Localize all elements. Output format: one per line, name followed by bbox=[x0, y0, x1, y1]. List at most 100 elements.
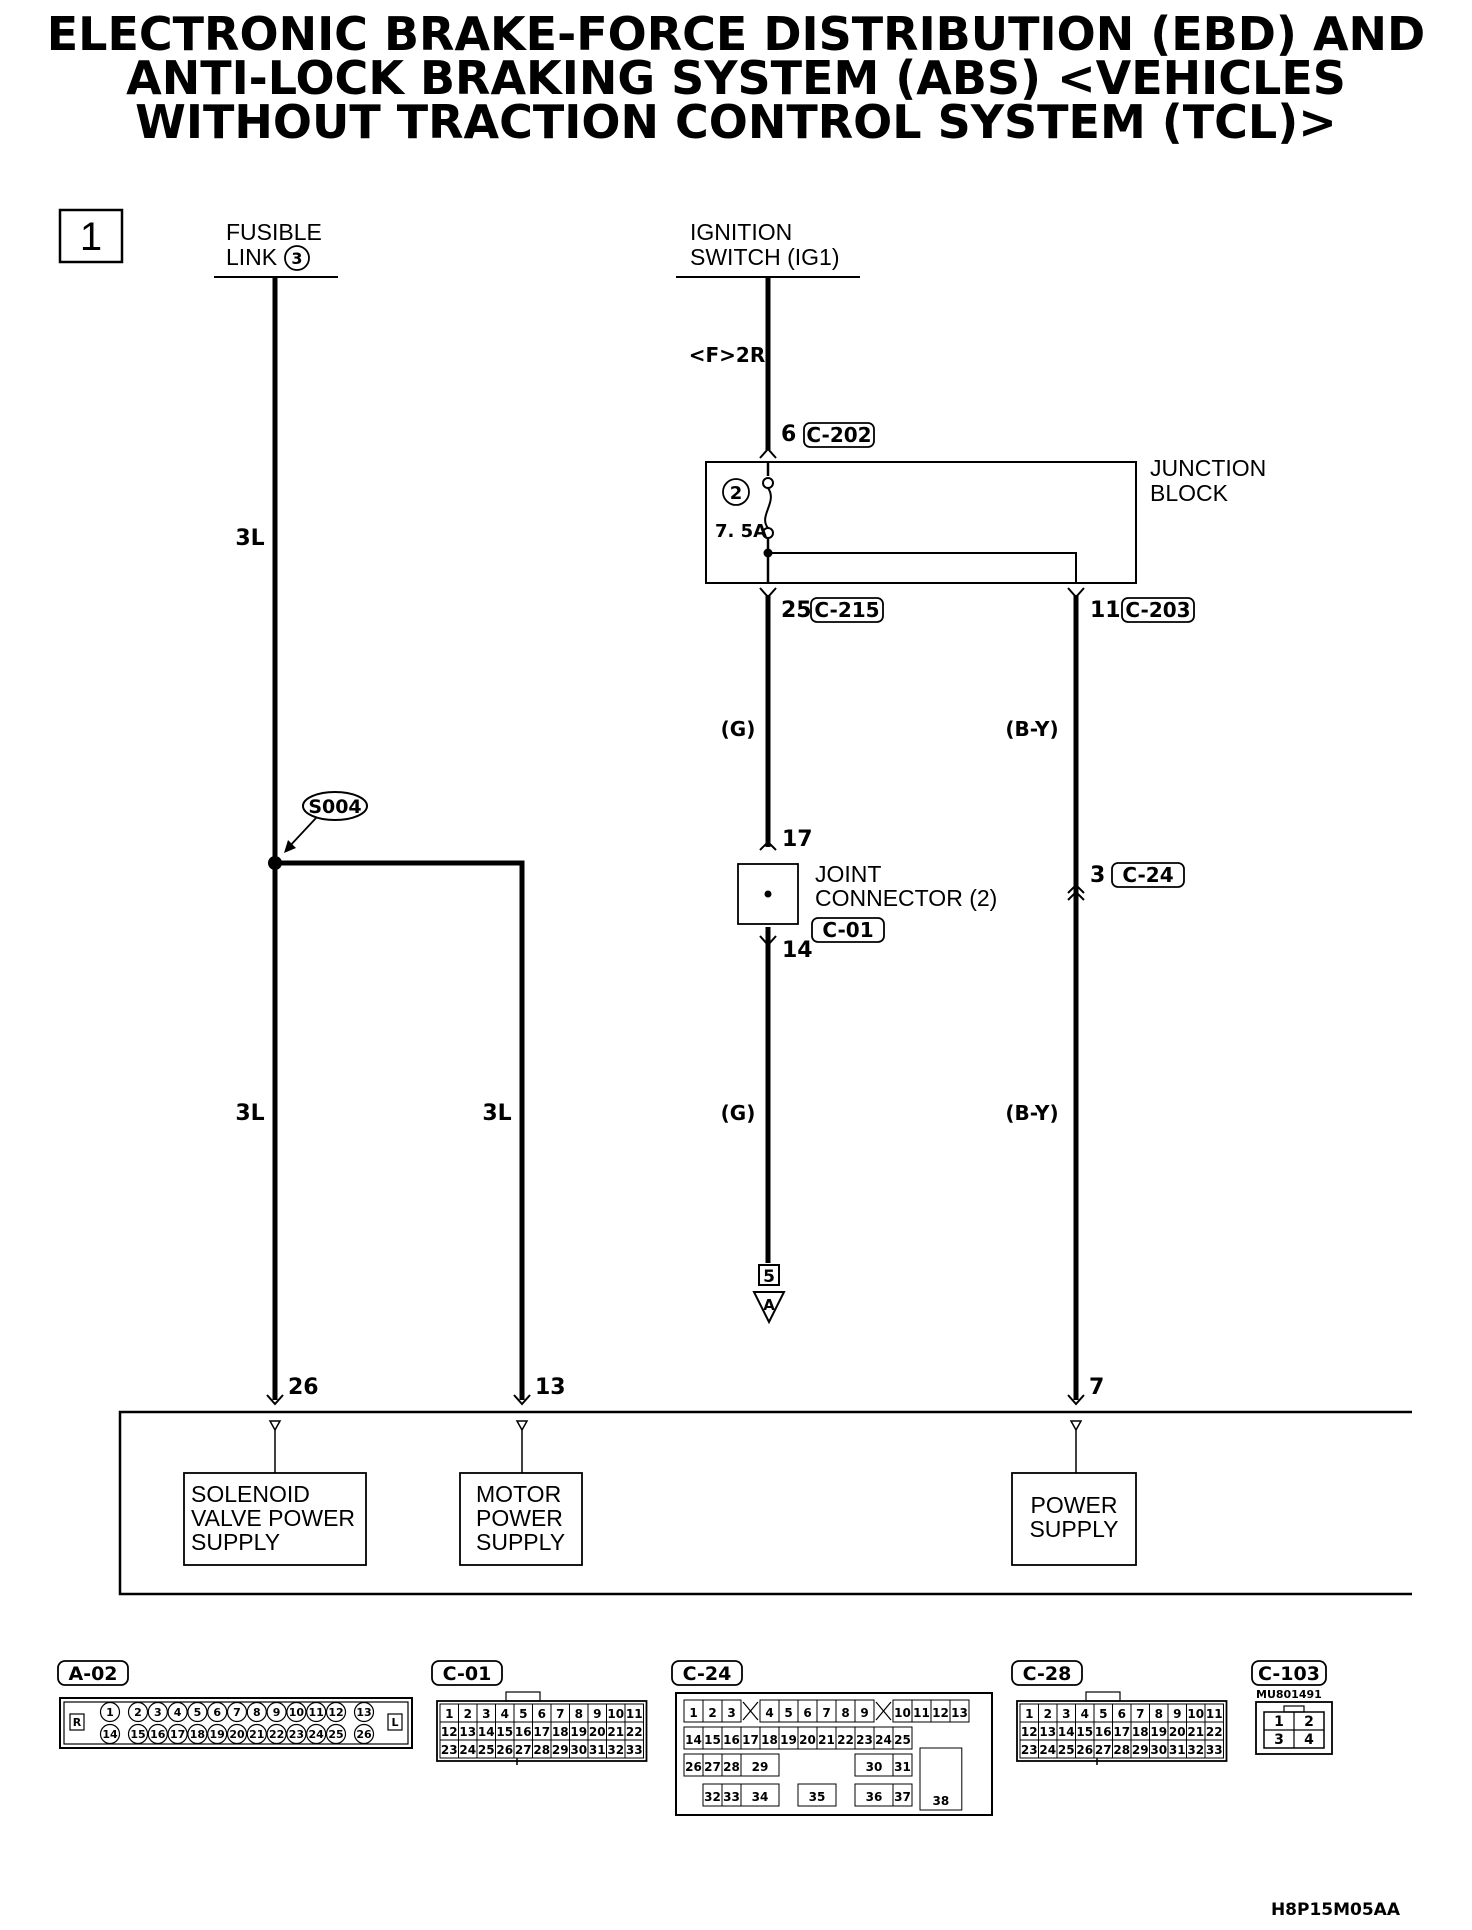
ecu-pin-26: 26 bbox=[288, 1375, 319, 1400]
title-line-1: ELECTRONIC BRAKE-FORCE DISTRIBUTION (EBD… bbox=[46, 7, 1426, 61]
c28-pin-23: 23 bbox=[1021, 1743, 1038, 1757]
c24-blank-b bbox=[875, 1701, 892, 1721]
c24-pin-21: 21 bbox=[818, 1733, 835, 1747]
wire-label-mid-lower: 3L bbox=[482, 1101, 511, 1126]
c24-face-tag bbox=[671, 1660, 743, 1686]
wire-label-g-upper: (G) bbox=[721, 717, 756, 741]
c28-pin-26: 26 bbox=[1076, 1743, 1093, 1757]
c28-cell-33 bbox=[1204, 1739, 1224, 1759]
fuse-number: 2 bbox=[730, 483, 743, 504]
fuse-number-circle bbox=[722, 478, 750, 506]
ecu-pin-7-mark bbox=[1067, 1394, 1085, 1406]
c01-pin-4: 4 bbox=[501, 1707, 509, 1721]
a02-pin-21 bbox=[246, 1723, 267, 1745]
c24-pin-38: 38 bbox=[933, 1794, 950, 1808]
joint-connector-box bbox=[737, 863, 799, 925]
a02-pin-label-10: 10 bbox=[289, 1706, 305, 1719]
c01-cell-33 bbox=[624, 1739, 644, 1759]
c24-face-label: C-24 bbox=[683, 1663, 732, 1685]
a02-pin-label-24: 24 bbox=[309, 1728, 325, 1741]
a02-pin-18 bbox=[187, 1723, 208, 1745]
a02-pin-3 bbox=[147, 1701, 168, 1723]
c01-pin-15: 15 bbox=[496, 1725, 513, 1739]
motor-label-3: SUPPLY bbox=[476, 1529, 565, 1555]
a02-pin-19 bbox=[207, 1723, 228, 1745]
a02-pin-10 bbox=[286, 1701, 307, 1723]
ignition-switch-label-1: IGNITION bbox=[690, 219, 792, 245]
c215-tag bbox=[810, 597, 884, 623]
c28-pin-15: 15 bbox=[1076, 1725, 1093, 1739]
c24-tag bbox=[1111, 862, 1185, 888]
a02-pin-13 bbox=[353, 1701, 375, 1723]
fusible-link-number: 3 bbox=[291, 249, 302, 268]
c24-pin-mark-a bbox=[1067, 883, 1085, 894]
c24-cell-25 bbox=[892, 1726, 913, 1750]
a02-pin-1 bbox=[99, 1701, 121, 1723]
c24-pin-7: 7 bbox=[822, 1706, 830, 1720]
page-number-box bbox=[58, 208, 124, 264]
c28-pin-9: 9 bbox=[1173, 1707, 1181, 1721]
a02-pin-22 bbox=[266, 1723, 287, 1745]
c28-pin-12: 12 bbox=[1021, 1725, 1038, 1739]
c24-pin-35: 35 bbox=[809, 1790, 826, 1804]
c01-pin-17: 17 bbox=[533, 1725, 550, 1739]
wire-label-left-upper: 3L bbox=[235, 526, 264, 551]
c01-pin-13: 13 bbox=[459, 1725, 476, 1739]
ecu-pin-13: 13 bbox=[535, 1375, 566, 1400]
solenoid-label-1: SOLENOID bbox=[191, 1481, 310, 1507]
a02-pin-12 bbox=[325, 1701, 347, 1723]
c103-key bbox=[1283, 1705, 1305, 1713]
wire-3l-branch bbox=[275, 860, 525, 1400]
solenoid-label-3: SUPPLY bbox=[191, 1529, 280, 1555]
splice-dot bbox=[268, 856, 282, 870]
a02-pin-label-23: 23 bbox=[289, 1728, 304, 1741]
a02-pin-label-22: 22 bbox=[269, 1728, 284, 1741]
jc-pin-in-mark bbox=[759, 840, 777, 851]
c24-pin-31: 31 bbox=[894, 1760, 911, 1774]
c01-pin-23: 23 bbox=[441, 1743, 458, 1757]
a02-pin-25 bbox=[325, 1723, 347, 1745]
harness-note: <F>2R bbox=[689, 343, 766, 367]
a02-pin-label-26: 26 bbox=[356, 1728, 372, 1741]
c28-pin-29: 29 bbox=[1132, 1743, 1149, 1757]
splice-label: S004 bbox=[308, 796, 361, 818]
a02-pin-17 bbox=[167, 1723, 188, 1745]
c24-pin-2: 2 bbox=[708, 1706, 716, 1720]
c203-pin-mark bbox=[1067, 587, 1085, 599]
c215-connector: C-215 bbox=[814, 598, 879, 622]
c01-latch bbox=[505, 1691, 541, 1702]
c203-pin: 11 bbox=[1090, 598, 1121, 623]
c28-pin-24: 24 bbox=[1039, 1743, 1056, 1757]
figure-code: H8P15M05AA bbox=[1271, 1900, 1401, 1920]
c01-pin-9: 9 bbox=[593, 1707, 601, 1721]
a02-tag bbox=[57, 1660, 129, 1686]
a02-pin-label-6: 6 bbox=[213, 1706, 221, 1719]
a02-pin-label-11: 11 bbox=[309, 1706, 324, 1719]
c24-pin-30: 30 bbox=[866, 1760, 883, 1774]
a02-pin-15 bbox=[127, 1723, 149, 1745]
jc-connector: C-01 bbox=[822, 918, 873, 942]
c24-pin-13: 13 bbox=[951, 1706, 968, 1720]
c28-pin-8: 8 bbox=[1155, 1707, 1163, 1721]
a02-pin-5 bbox=[187, 1701, 208, 1723]
c28-pin-13: 13 bbox=[1039, 1725, 1056, 1739]
c28-pin-5: 5 bbox=[1099, 1707, 1107, 1721]
c24-pin-16: 16 bbox=[723, 1733, 740, 1747]
c28-pin-10: 10 bbox=[1187, 1707, 1204, 1721]
a02-r-mark: R bbox=[73, 1716, 82, 1729]
c215-pin-mark bbox=[759, 587, 777, 599]
title-line-2: ANTI-LOCK BRAKING SYSTEM (ABS) <VEHICLES bbox=[126, 51, 1346, 105]
ecu-terminal-7 bbox=[1069, 1420, 1083, 1432]
c103-pin-3: 3 bbox=[1274, 1732, 1284, 1748]
c24-pin-20: 20 bbox=[799, 1733, 816, 1747]
c24-pin-18: 18 bbox=[761, 1733, 778, 1747]
c24-cell-9 bbox=[854, 1699, 875, 1723]
c24-pin-17: 17 bbox=[742, 1733, 759, 1747]
c28-pin-18: 18 bbox=[1132, 1725, 1149, 1739]
c24-pin-15: 15 bbox=[704, 1733, 721, 1747]
a02-r-box bbox=[69, 1713, 85, 1731]
c215-pin: 25 bbox=[781, 598, 812, 623]
